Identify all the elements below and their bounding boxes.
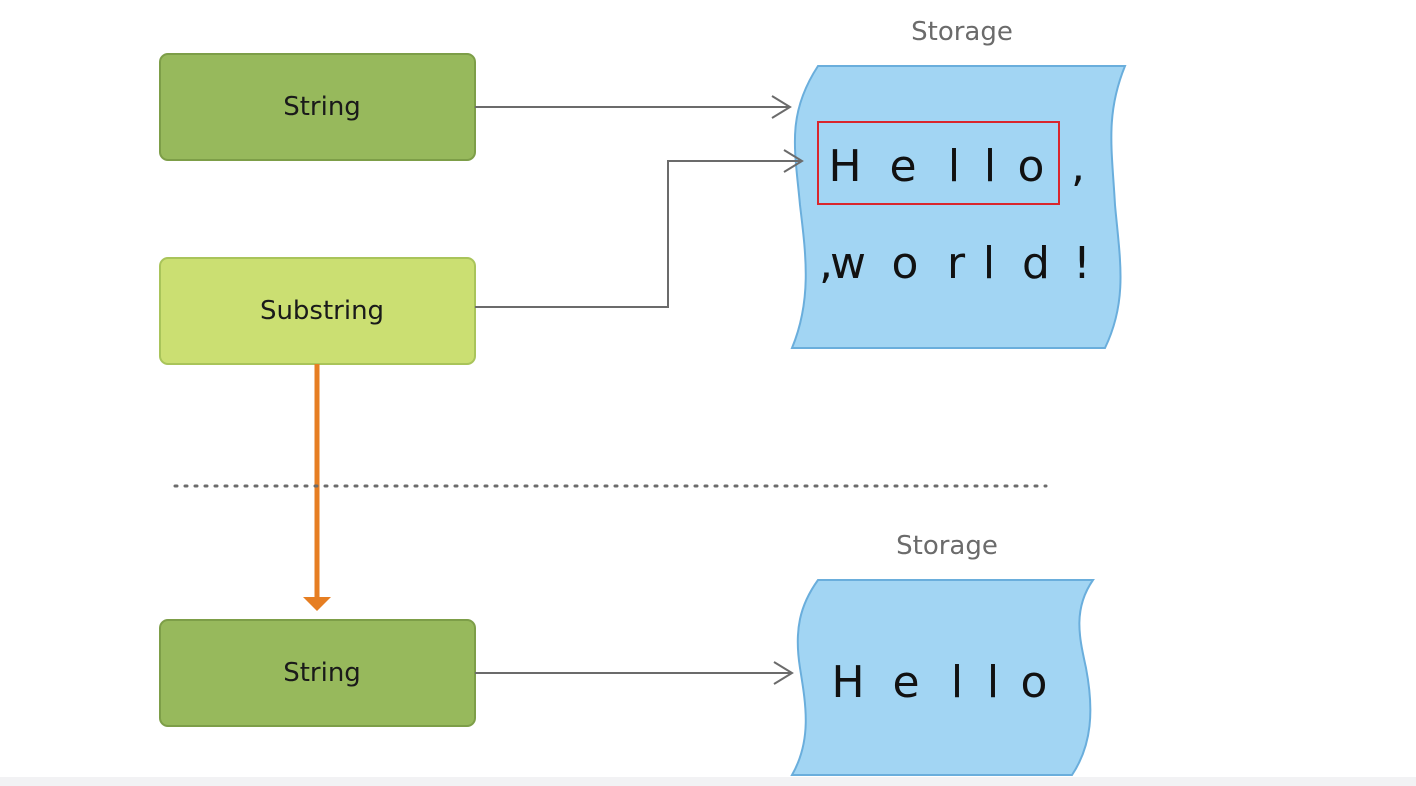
char-H: H: [831, 657, 864, 708]
char-d: d: [1022, 238, 1050, 289]
char-comma: ,: [1071, 141, 1085, 192]
bottom-string-to-storage-arrow: [475, 661, 794, 685]
char-r: r: [947, 238, 966, 289]
top-storage-line2: , w o r l d !: [819, 238, 1091, 289]
top-string-node: String: [159, 53, 476, 161]
bottom-band: [0, 777, 1416, 786]
char-l: l: [984, 141, 996, 192]
char-l: l: [983, 238, 995, 289]
bottom-string-label: String: [283, 658, 361, 688]
char-H: H: [828, 141, 861, 192]
char-o: o: [1018, 141, 1045, 192]
char-e: e: [889, 141, 916, 192]
char-o: o: [1021, 657, 1048, 708]
conversion-arrow: [303, 364, 331, 611]
bottom-storage: Storage H e l l o: [790, 531, 1095, 776]
top-substring-label: Substring: [260, 296, 384, 326]
char-exclamation: !: [1073, 238, 1091, 289]
top-storage-title: Storage: [911, 17, 1013, 47]
bottom-string-node: String: [159, 619, 476, 727]
highlight-box: [817, 121, 1060, 205]
char-o: o: [892, 238, 919, 289]
char-e: e: [892, 657, 919, 708]
top-string-label: String: [283, 92, 361, 122]
char-comma: ,: [819, 238, 833, 289]
top-substring-node: Substring: [159, 257, 476, 365]
top-storage: Storage H e l l o , , w o r l d !: [790, 17, 1127, 349]
bottom-storage-shape: [790, 579, 1095, 776]
char-l: l: [951, 657, 963, 708]
bottom-storage-title: Storage: [896, 531, 998, 561]
substring-to-storage-arrow: [475, 149, 804, 308]
char-l: l: [948, 141, 960, 192]
char-w: w: [830, 238, 866, 289]
string-to-storage-arrow: [475, 95, 792, 119]
char-l: l: [987, 657, 999, 708]
top-storage-line1: H e l l o ,: [828, 141, 1085, 192]
top-storage-shape: [790, 65, 1127, 349]
bottom-storage-line1: H e l l o: [831, 657, 1047, 708]
